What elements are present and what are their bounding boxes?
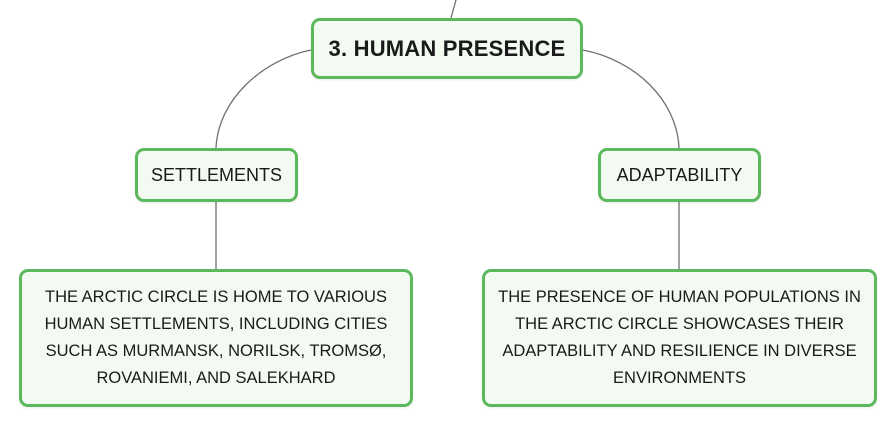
node-adaptability-detail-text: THE PRESENCE OF HUMAN POPULATIONS IN THE… [498,288,861,387]
node-adaptability-label: ADAPTABILITY [616,164,743,185]
connector-root-to-settlements [215,49,312,149]
node-adaptability-detail[interactable]: THE PRESENCE OF HUMAN POPULATIONS IN THE… [482,269,877,407]
node-adaptability[interactable]: ADAPTABILITY [598,148,761,202]
node-settlements-label: SETTLEMENTS [150,164,283,185]
node-settlements-detail[interactable]: THE ARCTIC CIRCLE IS HOME TO VARIOUS HUM… [19,269,413,407]
connector-parent-to-root [450,0,457,19]
node-settlements[interactable]: SETTLEMENTS [135,148,298,202]
node-settlements-detail-text: THE ARCTIC CIRCLE IS HOME TO VARIOUS HUM… [44,288,388,387]
root-node-label: 3. HUMAN PRESENCE [328,35,566,61]
connector-root-to-adaptability [582,49,680,149]
root-node-human-presence[interactable]: 3. HUMAN PRESENCE [311,18,583,79]
